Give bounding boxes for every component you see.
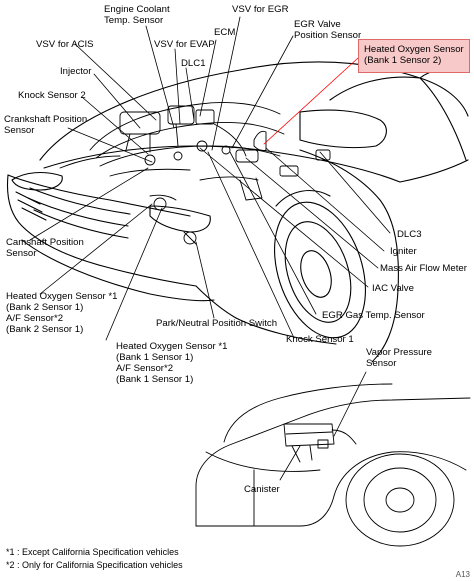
figure-code: A13 — [455, 570, 470, 579]
label-vapor-pressure-sensor: Vapor Pressure Sensor — [366, 347, 432, 369]
label-igniter: Igniter — [390, 246, 417, 257]
label-vsv-for-acis: VSV for ACIS — [36, 39, 94, 50]
label-dlc1: DLC1 — [181, 58, 206, 69]
highlight-box — [358, 39, 470, 73]
label-egr-gas-temp-sensor: EGR Gas Temp. Sensor — [322, 310, 425, 321]
label-dlc3: DLC3 — [397, 229, 422, 240]
label-vsv-for-evap: VSV for EVAP — [154, 39, 215, 50]
label-crankshaft-position-sensor: Crankshaft Position Sensor — [4, 114, 88, 136]
label-camshaft-position-sensor: Camshaft Position Sensor — [6, 237, 84, 259]
label-canister: Canister — [244, 484, 280, 495]
label-park-neutral-position-switch: Park/Neutral Position Switch — [156, 318, 278, 329]
label-injector: Injector — [60, 66, 92, 77]
inset-car — [195, 383, 471, 547]
label-knock-sensor-2: Knock Sensor 2 — [18, 90, 86, 101]
label-egr-valve-position-sensor: EGR Valve Position Sensor — [294, 19, 362, 41]
label-knock-sensor-1: Knock Sensor 1 — [286, 334, 354, 345]
engine-bay — [59, 102, 331, 245]
leader-lines — [29, 16, 391, 341]
footnote-1: *1 : Except California Specification veh… — [6, 547, 179, 557]
label-engine-coolant-temp-sensor: Engine Coolant Temp. Sensor — [104, 4, 170, 26]
label-vsv-for-egr: VSV for EGR — [232, 4, 289, 15]
label-mass-air-flow-meter: Mass Air Flow Meter — [380, 263, 467, 274]
inset-leader-lines — [279, 371, 367, 481]
label-ecm: ECM — [214, 27, 236, 38]
footnote-2: *2 : Only for California Specification v… — [6, 560, 183, 570]
label-heated-oxygen-sensor-b1s2: Heated Oxygen Sensor (Bank 1 Sensor 2) — [364, 44, 464, 66]
label-heated-oxygen-sensor-b2s1: Heated Oxygen Sensor *1 (Bank 2 Sensor 1… — [6, 291, 118, 335]
label-heated-oxygen-sensor-b1s1: Heated Oxygen Sensor *1 (Bank 1 Sensor 1… — [116, 341, 228, 385]
label-iac-valve: IAC Valve — [372, 283, 414, 294]
